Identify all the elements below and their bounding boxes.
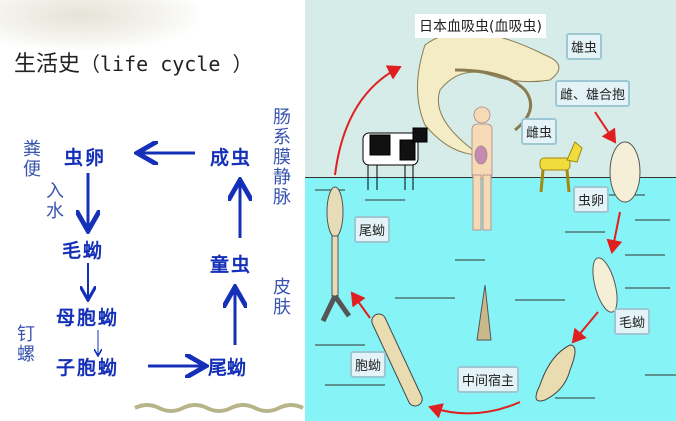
sporocyst-right-image <box>535 344 576 402</box>
label-intermediate-host: 中间宿主 <box>457 366 520 393</box>
illustration-drawing <box>315 31 676 419</box>
title-english: （life cycle ） <box>80 52 253 76</box>
label-male: 雄虫 <box>566 33 603 60</box>
node-miracidium: 毛蚴 <box>62 240 105 262</box>
miracidium-image <box>592 257 618 313</box>
water-ripples <box>315 189 676 399</box>
node-daughter-sporocyst: 子胞蚴 <box>56 357 120 379</box>
life-cycle-illustration: 日本血吸虫(血吸虫) 雄虫 雌、雄合抱 雌虫 虫卵 毛蚴 中间宿主 胞蚴 尾蚴 <box>305 0 676 421</box>
node-adult: 成虫 <box>210 147 253 169</box>
illustration-title: 日本血吸虫(血吸虫) <box>415 14 546 38</box>
label-cercaria: 尾蚴 <box>354 216 391 243</box>
label-feces: 粪便 <box>23 139 41 180</box>
cow-image <box>362 127 428 190</box>
label-snail: 钉螺 <box>17 324 35 365</box>
label-sporocyst: 胞蚴 <box>350 351 387 378</box>
red-arrows <box>334 65 623 419</box>
adult-worms-image <box>417 31 560 156</box>
node-egg: 虫卵 <box>64 147 107 169</box>
dog-image <box>539 141 583 193</box>
label-miracidium: 毛蚴 <box>614 308 651 335</box>
node-mother-sporocyst: 母胞蚴 <box>56 307 120 329</box>
label-mesenteric-vein: 肠系膜静脉 <box>273 107 291 208</box>
label-skin: 皮肤 <box>273 277 291 318</box>
label-female: 雌虫 <box>521 118 558 145</box>
snail-image <box>476 284 492 341</box>
label-into-water: 入水 <box>46 181 64 222</box>
node-cercaria: 尾蚴 <box>208 357 247 379</box>
wave-decoration <box>134 403 304 413</box>
slide-title: 生活史（life cycle ） <box>14 46 252 78</box>
left-arrows <box>0 0 304 413</box>
egg-image <box>609 141 641 203</box>
label-paired: 雌、雄合抱 <box>555 80 631 107</box>
background-decoration <box>0 0 200 50</box>
title-chinese: 生活史 <box>14 52 81 77</box>
life-cycle-text-panel: 生活史（life cycle ） 虫卵 毛蚴 母胞蚴 子胞蚴 尾蚴 童虫 成虫 … <box>0 0 305 421</box>
sporocyst-left-image <box>371 313 423 407</box>
human-image <box>471 106 493 231</box>
cercaria-image <box>320 186 352 323</box>
node-schistosomulum: 童虫 <box>210 254 253 276</box>
label-egg: 虫卵 <box>573 186 610 213</box>
